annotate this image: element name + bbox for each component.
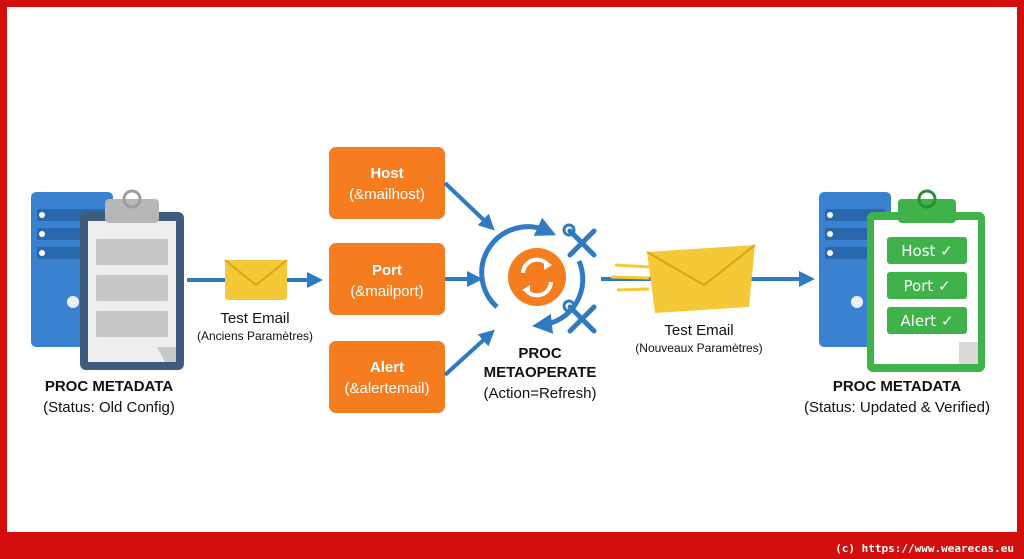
speed-lines [610, 263, 650, 292]
left-email-sublabel: (Anciens Paramètres) [197, 329, 313, 343]
tools-icon-bottom [562, 299, 597, 334]
param-name-port: Port [372, 262, 402, 279]
right-server-title: PROC METADATA [833, 378, 961, 395]
center-title-line1: PROC [518, 345, 562, 362]
left-server-status: (Status: Old Config) [43, 399, 175, 416]
param-box-alert: Alert (&alertemail) [329, 341, 445, 413]
left-server-title: PROC METADATA [45, 378, 173, 395]
old-config-clipboard-icon [80, 189, 184, 370]
center-action: (Action=Refresh) [484, 385, 597, 402]
param-macro-port: (&mailport) [350, 283, 423, 300]
old-email-envelope-icon [224, 259, 288, 300]
copyright-footer: (c) https://www.wearecas.eu [835, 542, 1014, 555]
right-server-status: (Status: Updated & Verified) [804, 399, 990, 416]
param-box-host: Host (&mailhost) [329, 147, 445, 219]
new-email-envelope-icon [646, 244, 756, 313]
right-email-label: Test Email [664, 322, 733, 339]
left-email-label: Test Email [220, 310, 289, 327]
metaoperate-refresh-icon [479, 217, 586, 334]
checklist-item-port: Port ✓ [903, 277, 950, 295]
workflow-diagram: PROC METADATA (Status: Old Config) Test … [31, 147, 990, 416]
checklist-item-alert: Alert ✓ [900, 312, 953, 330]
param-macro-alert: (&alertemail) [344, 380, 429, 397]
center-title-line2: METAOPERATE [484, 364, 597, 381]
param-name-alert: Alert [370, 359, 404, 376]
checklist-item-host: Host ✓ [901, 242, 953, 260]
diagram-frame: PROC METADATA (Status: Old Config) Test … [7, 7, 1017, 532]
flow-arrow-alert [443, 329, 495, 377]
param-name-host: Host [370, 165, 403, 182]
verified-clipboard-icon [867, 189, 985, 372]
param-macro-host: (&mailhost) [349, 186, 425, 203]
right-email-sublabel: (Nouveaux Paramètres) [635, 341, 762, 355]
param-box-port: Port (&mailport) [329, 243, 445, 315]
tools-icon-top [562, 223, 597, 258]
flow-arrow-host [443, 181, 495, 231]
